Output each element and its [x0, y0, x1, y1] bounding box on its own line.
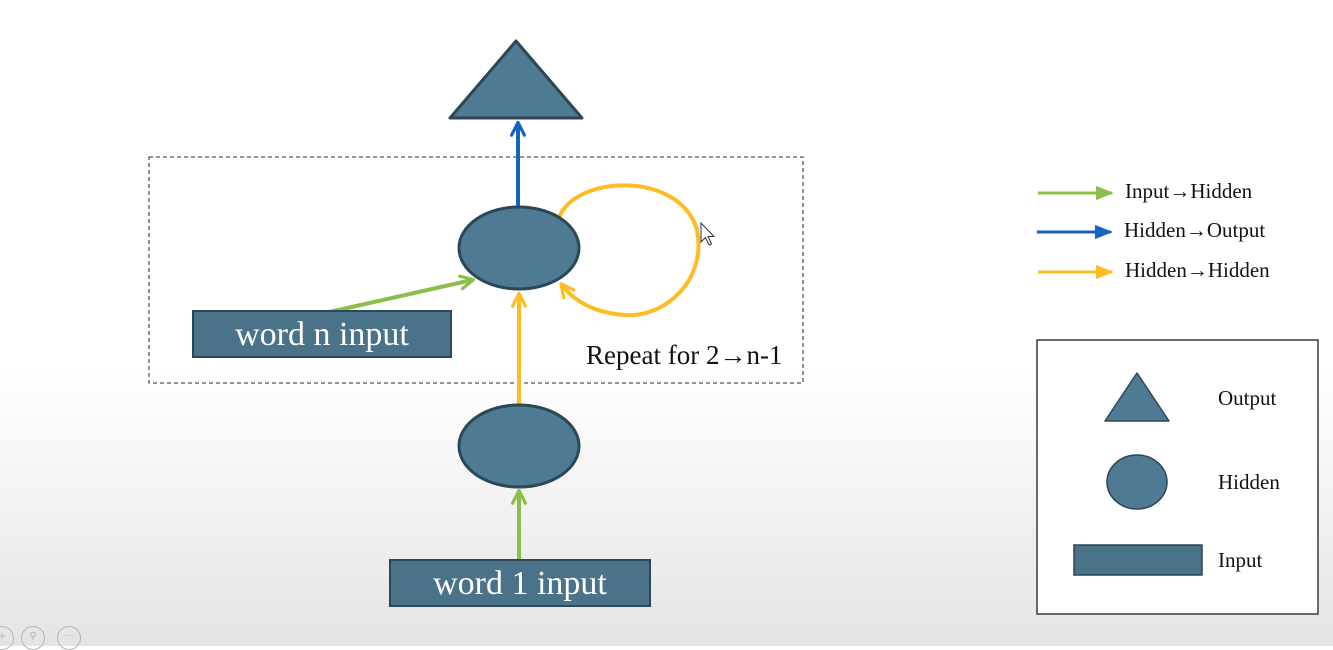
repeat-box — [148, 156, 804, 384]
legend-label-hidden-hidden: Hidden→Hidden — [1125, 258, 1270, 282]
word-1-input-label: word 1 input — [433, 565, 607, 602]
key-output-label: Output — [1218, 386, 1277, 410]
key-hidden-label: Hidden — [1218, 470, 1280, 494]
repeat-label: Repeat for 2→n-1 — [586, 340, 783, 370]
legend-label-hidden-output: Hidden→Output — [1124, 218, 1266, 242]
hidden-node-1 — [457, 403, 581, 489]
word-n-input-node — [192, 310, 452, 358]
hidden-node-n — [457, 205, 581, 291]
word-n-input-label: word n input — [235, 316, 409, 353]
more-icon[interactable]: ··· — [57, 626, 81, 650]
output-node — [448, 39, 584, 120]
cursor-icon — [700, 221, 716, 246]
legend-label-input-hidden: Input→Hidden — [1125, 179, 1253, 203]
word-1-input-node — [389, 559, 651, 607]
key-hidden-shape — [1106, 454, 1168, 510]
magnifier-icon[interactable]: ⚲ — [21, 626, 45, 650]
key-input-shape — [1073, 544, 1203, 576]
key-input-label: Input — [1218, 548, 1263, 572]
hidden-self-loop-arrow — [557, 183, 701, 318]
key-output-shape — [1104, 372, 1170, 422]
word-n-to-hidden-arrow — [324, 274, 476, 315]
